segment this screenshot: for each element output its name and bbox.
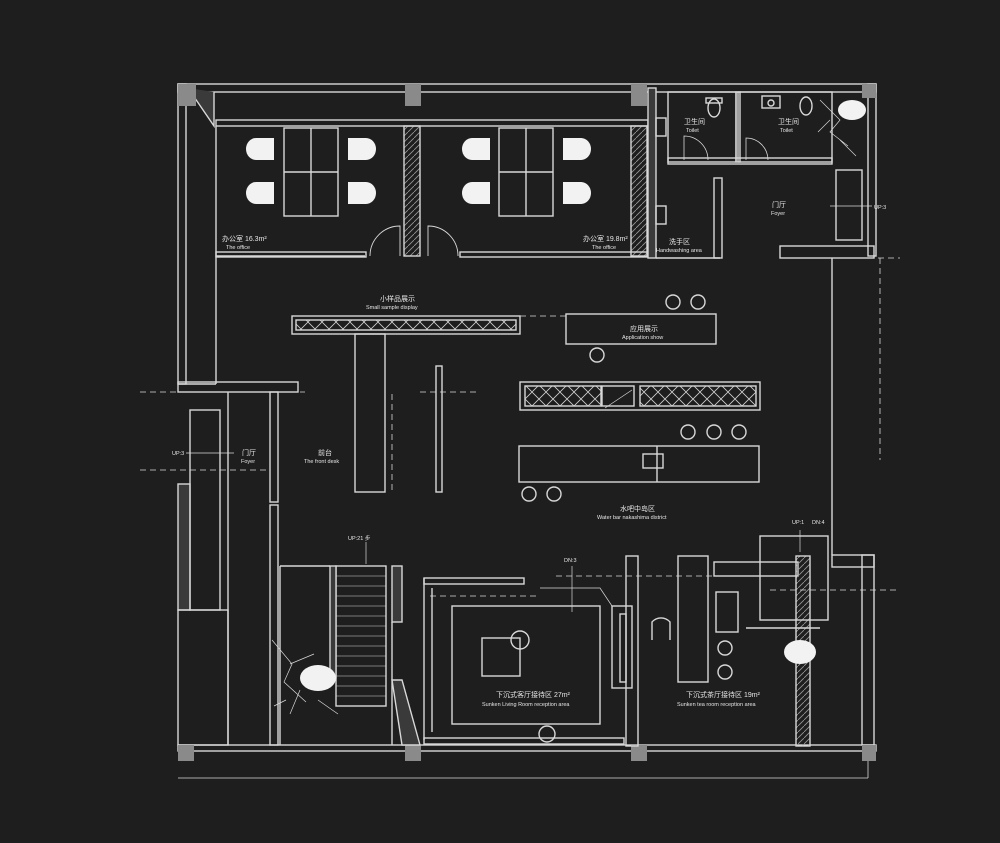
office-left-label: 办公室 16.3m²: [222, 234, 267, 243]
toilet-b-label: 卫生间: [778, 117, 799, 126]
handwash-label-en: Handwashing area: [656, 248, 703, 254]
water-bar-island: [518, 424, 760, 502]
water-bar-label: 水吧中岛区: [620, 504, 655, 513]
office-right-label: 办公室 19.8m²: [583, 234, 628, 243]
foyer-right-label-en: Foyer: [771, 211, 785, 217]
office-chairs: [246, 138, 591, 204]
structural-columns: [178, 84, 876, 761]
foyer-right-label: 门厅: [772, 200, 786, 209]
front-desk-label: 前台: [318, 448, 332, 457]
office-right-label-en: The office: [592, 245, 616, 251]
foyer-left-label-en: Foyer: [241, 459, 255, 465]
toilet-b-label-en: Toilet: [780, 128, 793, 134]
toilet-a-label-en: Toilet: [686, 128, 699, 134]
plant-top-right: [817, 99, 866, 157]
office-left-label-en: The office: [226, 245, 250, 251]
level-markers: UP:3 UP:3 UP:21 步 DN:3 UP:1 DN:4: [172, 205, 886, 564]
application-show-label-en: Application show: [622, 335, 663, 341]
toilet-a-label: 卫生间: [684, 117, 705, 126]
marker-dn-living: DN:3: [564, 558, 577, 564]
toilet-area: [647, 87, 875, 259]
front-desk-label-en: The front desk: [304, 459, 339, 465]
plant-stair: [271, 639, 339, 715]
sunken-living-label: 下沉式客厅接待区 27m²: [496, 690, 571, 699]
handwash-label: 洗手区: [669, 237, 690, 246]
sunken-tea-label-en: Sunken tea room reception area: [677, 702, 757, 708]
sunken-tea-label: 下沉式茶厅接待区 19m²: [686, 690, 761, 699]
display-cabinet: [519, 381, 761, 411]
outer-walls: [177, 83, 877, 779]
plant-tea-room: [784, 640, 816, 664]
guidelines: [140, 257, 900, 597]
water-bar-label-en: Water bar nakashima district: [597, 515, 667, 521]
partition: [435, 365, 443, 493]
marker-up-left: UP:3: [172, 451, 184, 457]
application-show-label: 应用展示: [630, 324, 658, 333]
marker-up-tea: UP:1: [792, 520, 804, 526]
sunken-living-label-en: Sunken Living Room reception area: [482, 702, 570, 708]
marker-up-right: UP:3: [874, 205, 886, 211]
marker-up-stair: UP:21 步: [348, 535, 371, 542]
level-arrows: [186, 205, 872, 612]
sample-display-label: 小样品展示: [380, 294, 415, 303]
room-labels: 办公室 16.3m² The office 办公室 19.8m² The off…: [222, 117, 799, 708]
application-show-table: [565, 294, 717, 363]
staircase: [279, 565, 421, 746]
marker-dn-tea: DN:4: [812, 520, 825, 526]
foyer-left-label: 门厅: [242, 448, 256, 457]
sunken-living-room: [423, 577, 633, 745]
sample-display-label-en: Small sample display: [366, 305, 418, 311]
office-desks: [283, 127, 554, 217]
sample-display-counter: [291, 315, 521, 493]
